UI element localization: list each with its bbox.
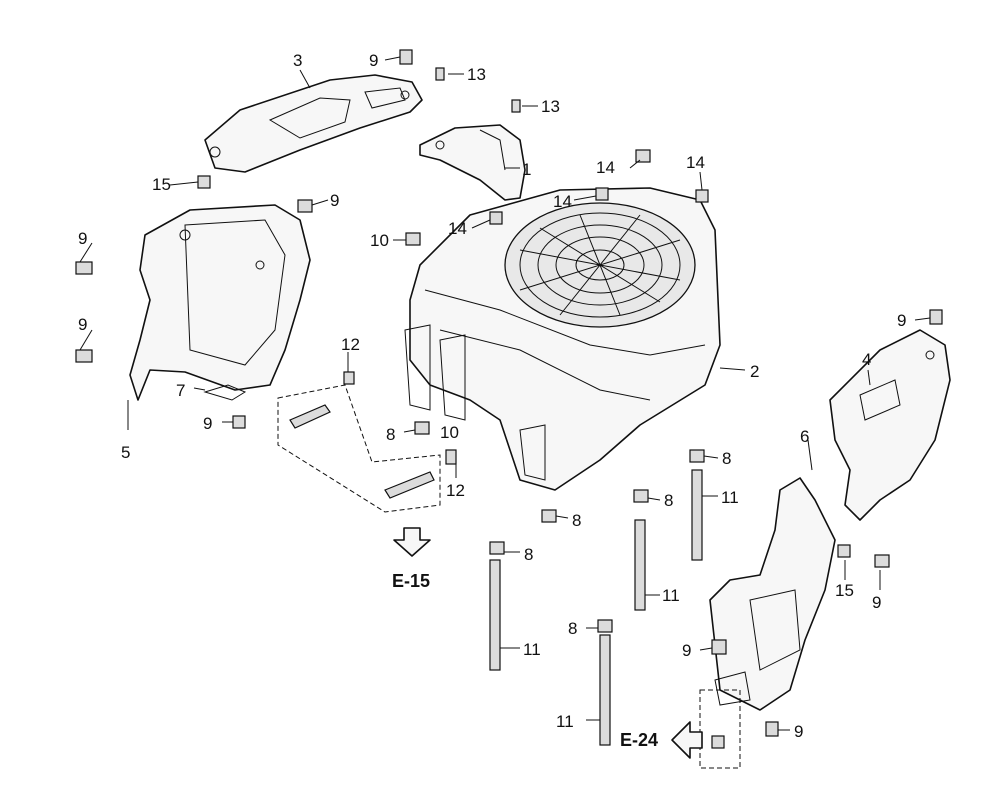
callout-8: 8 (572, 511, 581, 530)
e24-bracket-box (699, 689, 741, 769)
callout-5: 5 (121, 443, 130, 462)
callout-4: 4 (862, 350, 871, 369)
callout-8: 8 (386, 425, 395, 444)
part-1-bracket (419, 124, 526, 201)
callout-15: 15 (152, 175, 171, 194)
bolt-kit-box (277, 384, 441, 513)
callout-8: 8 (568, 619, 577, 638)
ref-arrow-e24 (671, 721, 703, 759)
callout-12: 12 (341, 335, 360, 354)
callout-14: 14 (686, 153, 705, 172)
callout-8: 8 (524, 545, 533, 564)
callout-9: 9 (794, 722, 803, 741)
callout-14: 14 (553, 192, 572, 211)
part-5-left-baffle (129, 204, 311, 401)
callout-3: 3 (293, 51, 302, 70)
callout-9: 9 (78, 315, 87, 334)
part-7-clip (203, 384, 247, 401)
callout-11: 11 (662, 586, 680, 605)
callout-9: 9 (330, 191, 339, 210)
callout-10: 10 (370, 231, 389, 250)
callout-9: 9 (682, 641, 691, 660)
stud-bolts (489, 469, 703, 746)
callout-7: 7 (176, 381, 185, 400)
callout-9: 9 (203, 414, 212, 433)
callout-11: 11 (556, 712, 574, 731)
reference-e15: E-15 (392, 571, 430, 591)
callout-13: 13 (541, 97, 560, 116)
fastener-heads (75, 49, 943, 749)
callout-13: 13 (467, 65, 486, 84)
callout-8: 8 (722, 449, 731, 468)
reference-e24: E-24 (620, 730, 658, 750)
callout-9: 9 (872, 593, 881, 612)
callout-9: 9 (78, 229, 87, 248)
callout-8: 8 (664, 491, 673, 510)
ref-arrow-e15 (393, 527, 431, 557)
callout-12: 12 (446, 481, 465, 500)
callout-14: 14 (596, 158, 615, 177)
part-4-right-baffle (829, 329, 951, 521)
callout-1: 1 (522, 160, 531, 179)
callout-10: 10 (440, 423, 459, 442)
part-6-lower-baffle (709, 477, 836, 711)
callout-9: 9 (369, 51, 378, 70)
callout-2: 2 (750, 362, 759, 381)
callout-6: 6 (800, 427, 809, 446)
callout-9: 9 (897, 311, 906, 330)
leader-lines (79, 56, 931, 731)
callout-14: 14 (448, 219, 467, 238)
callout-11: 11 (721, 488, 739, 507)
part-2-fan-shroud (404, 187, 721, 491)
callout-15: 15 (835, 581, 854, 600)
part-3-upper-cover (204, 74, 423, 173)
callout-11: 11 (523, 640, 541, 659)
